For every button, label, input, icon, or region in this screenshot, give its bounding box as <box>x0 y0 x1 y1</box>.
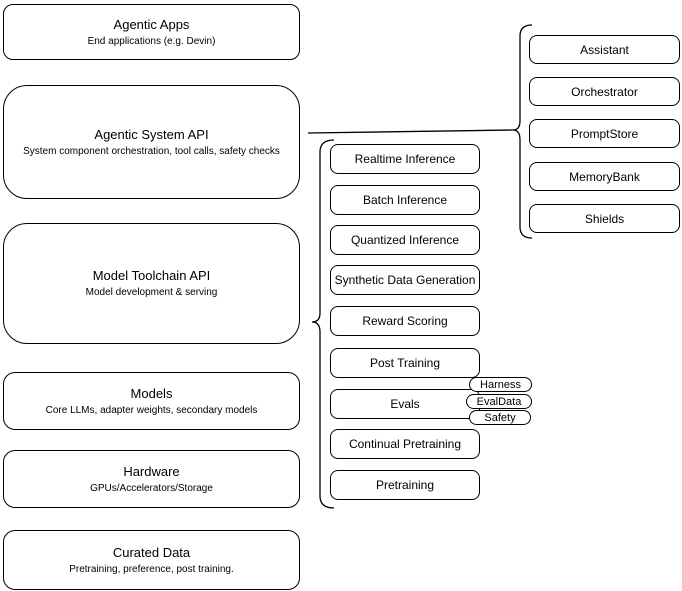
api-connector-line <box>307 129 514 134</box>
box-reward-scoring: Reward Scoring <box>330 306 480 336</box>
box-label: Realtime Inference <box>354 152 456 166</box>
box-subtitle: Pretraining, preference, post training. <box>69 563 234 575</box>
box-label: PromptStore <box>570 126 639 141</box>
box-subtitle: Model development & serving <box>85 287 218 298</box>
box-memorybank: MemoryBank <box>529 162 680 191</box>
box-label: Batch Inference <box>362 193 448 207</box>
tag-evaldata: EvalData <box>466 394 532 409</box>
box-label: Reward Scoring <box>362 314 448 328</box>
box-subtitle: GPUs/Accelerators/Storage <box>90 482 213 494</box>
box-label: Continual Pretraining <box>348 437 462 451</box>
tag-safety: Safety <box>469 410 531 425</box>
box-label: Orchestrator <box>571 84 638 99</box>
box-continual-pretraining: Continual Pretraining <box>330 429 480 459</box>
box-label: MemoryBank <box>569 169 640 184</box>
tag-label: Safety <box>484 411 516 424</box>
box-realtime-inference: Realtime Inference <box>330 144 480 174</box>
box-model-toolchain-api: Model Toolchain API Model development & … <box>3 223 300 344</box>
box-title: Curated Data <box>112 544 191 560</box>
tag-label: Harness <box>480 378 521 391</box>
box-title: Agentic System API <box>94 126 209 142</box>
box-batch-inference: Batch Inference <box>330 185 480 215</box>
box-label: Assistant <box>580 42 629 57</box>
box-agentic-system-api: Agentic System API System component orch… <box>3 85 300 199</box>
tag-label: EvalData <box>476 395 522 408</box>
box-label: Evals <box>390 397 420 411</box>
box-title: Hardware <box>123 463 180 479</box>
box-assistant: Assistant <box>529 35 680 64</box>
box-quantized-inference: Quantized Inference <box>330 225 480 255</box>
box-agentic-apps: Agentic Apps End applications (e.g. Devi… <box>3 4 300 60</box>
box-curated-data: Curated Data Pretraining, preference, po… <box>3 530 300 590</box>
box-post-training: Post Training <box>330 348 480 378</box>
box-subtitle: Core LLMs, adapter weights, secondary mo… <box>45 404 258 416</box>
box-shields: Shields <box>529 204 680 233</box>
middle-column-bracket <box>311 139 335 509</box>
box-label: Quantized Inference <box>350 233 460 247</box>
box-title: Agentic Apps <box>113 16 190 32</box>
box-hardware: Hardware GPUs/Accelerators/Storage <box>3 450 300 508</box>
box-promptstore: PromptStore <box>529 119 680 148</box>
box-title: Model Toolchain API <box>92 268 211 283</box>
box-label: Shields <box>584 211 625 226</box>
box-evals: Evals <box>330 389 480 419</box>
box-synthetic-data-generation: Synthetic Data Generation <box>330 265 480 295</box>
box-orchestrator: Orchestrator <box>529 77 680 106</box>
box-label: Synthetic Data Generation <box>334 273 476 287</box>
right-column-bracket <box>512 24 533 239</box>
box-pretraining: Pretraining <box>330 470 480 500</box>
box-label: Pretraining <box>375 478 435 492</box>
tag-harness: Harness <box>469 377 532 392</box>
box-title: Models <box>130 385 173 401</box>
box-models: Models Core LLMs, adapter weights, secon… <box>3 372 300 430</box>
box-label: Post Training <box>369 356 441 370</box>
box-subtitle: System component orchestration, tool cal… <box>23 145 280 157</box>
box-subtitle: End applications (e.g. Devin) <box>87 35 216 47</box>
